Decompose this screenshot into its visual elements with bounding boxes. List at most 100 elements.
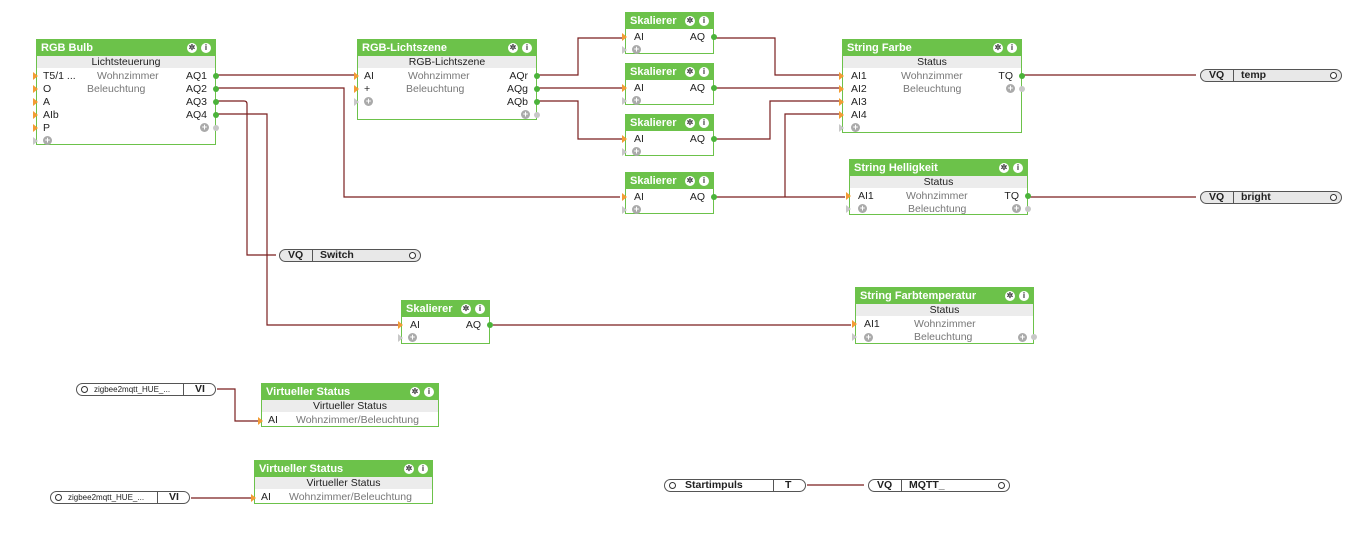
input-pin[interactable]	[33, 72, 38, 80]
input-pin[interactable]	[622, 206, 627, 214]
gear-icon[interactable]	[1330, 194, 1337, 201]
output-pin[interactable]	[213, 73, 219, 79]
info-icon[interactable]: i	[1007, 43, 1017, 53]
gear-icon[interactable]	[669, 482, 676, 489]
plus-icon[interactable]: +	[632, 95, 641, 105]
output-pin[interactable]	[213, 86, 219, 92]
gear-icon[interactable]	[55, 494, 62, 501]
gear-icon[interactable]: ✲	[685, 176, 695, 186]
input-pin[interactable]	[33, 85, 38, 93]
input-pin[interactable]	[354, 98, 359, 106]
rgb-lichtszene-block[interactable]: RGB-Lichtszene ✲ i RGB-Lichtszene AI + W…	[354, 39, 540, 120]
info-icon[interactable]: i	[699, 67, 709, 77]
gear-icon[interactable]	[81, 386, 88, 393]
input-pin[interactable]	[33, 124, 38, 132]
gear-icon[interactable]: ✲	[461, 304, 471, 314]
virtueller-status-block[interactable]: Virtueller Status ✲ i Virtueller Status …	[251, 460, 433, 504]
input-pin[interactable]	[354, 85, 359, 93]
output-pin[interactable]	[711, 136, 717, 142]
string-helligkeit-block[interactable]: String Helligkeit ✲ i Status AI1 Wohnzim…	[846, 159, 1031, 215]
plus-icon[interactable]: +	[632, 146, 641, 156]
plus-icon[interactable]: +	[1006, 83, 1015, 93]
input-pin[interactable]	[398, 321, 403, 329]
info-icon[interactable]: i	[1013, 163, 1023, 173]
skalierer-block[interactable]: Skalierer ✲ i AI AQ +	[622, 172, 717, 214]
gear-icon[interactable]	[1330, 72, 1337, 79]
gear-icon[interactable]: ✲	[508, 43, 518, 53]
virtual-output-switch[interactable]: VQ Switch	[279, 249, 421, 262]
virtual-output-temp[interactable]: VQ temp	[1200, 69, 1342, 82]
output-pin[interactable]	[711, 194, 717, 200]
gear-icon[interactable]	[998, 482, 1005, 489]
virtual-output-bright[interactable]: VQ bright	[1200, 191, 1342, 204]
output-pin[interactable]	[1025, 206, 1031, 212]
output-pin[interactable]	[711, 34, 717, 40]
plus-icon[interactable]: +	[364, 96, 373, 106]
gear-icon[interactable]	[409, 252, 416, 259]
plus-icon[interactable]: +	[632, 204, 641, 214]
input-pin[interactable]	[354, 72, 359, 80]
input-pin[interactable]	[622, 84, 627, 92]
gear-icon[interactable]: ✲	[685, 118, 695, 128]
gear-icon[interactable]: ✲	[1005, 291, 1015, 301]
plus-icon[interactable]: +	[408, 332, 417, 342]
info-icon[interactable]: i	[699, 118, 709, 128]
gear-icon[interactable]: ✲	[993, 43, 1003, 53]
gear-icon[interactable]: ✲	[685, 67, 695, 77]
input-pin[interactable]	[33, 111, 38, 119]
info-icon[interactable]: i	[699, 176, 709, 186]
plus-icon[interactable]: +	[858, 203, 867, 213]
input-pin[interactable]	[839, 72, 844, 80]
info-icon[interactable]: i	[475, 304, 485, 314]
info-icon[interactable]: i	[522, 43, 532, 53]
input-pin[interactable]	[622, 97, 627, 105]
input-pin[interactable]	[622, 148, 627, 156]
input-pin[interactable]	[622, 135, 627, 143]
info-icon[interactable]: i	[699, 16, 709, 26]
output-pin[interactable]	[213, 99, 219, 105]
plus-icon[interactable]: +	[521, 109, 530, 119]
gear-icon[interactable]: ✲	[410, 387, 420, 397]
string-farbe-block[interactable]: String Farbe ✲ i Status AI1 AI2 AI3 AI4 …	[839, 39, 1025, 133]
output-pin[interactable]	[213, 112, 219, 118]
input-pin[interactable]	[852, 320, 857, 328]
virtual-output-mqtt[interactable]: VQ MQTT_	[868, 479, 1010, 492]
gear-icon[interactable]: ✲	[404, 464, 414, 474]
plus-icon[interactable]: +	[200, 122, 209, 132]
virtual-input-2[interactable]: zigbee2mqtt_HUE_... VI	[50, 491, 190, 504]
input-pin[interactable]	[839, 111, 844, 119]
input-pin[interactable]	[839, 98, 844, 106]
skalierer-block[interactable]: Skalierer ✲ i AI AQ +	[398, 300, 493, 344]
plus-icon[interactable]: +	[43, 135, 52, 145]
input-pin[interactable]	[251, 494, 256, 502]
startimpuls-input[interactable]: Startimpuls T	[664, 479, 806, 492]
output-pin[interactable]	[1031, 334, 1037, 340]
output-pin[interactable]	[1025, 193, 1031, 199]
virtual-input-1[interactable]: zigbee2mqtt_HUE_... VI	[76, 383, 216, 396]
info-icon[interactable]: i	[424, 387, 434, 397]
gear-icon[interactable]: ✲	[999, 163, 1009, 173]
info-icon[interactable]: i	[201, 43, 211, 53]
input-pin[interactable]	[33, 137, 38, 145]
gear-icon[interactable]: ✲	[685, 16, 695, 26]
output-pin[interactable]	[711, 85, 717, 91]
rgb-bulb-block[interactable]: RGB Bulb ✲ i Lichtsteuerung T5/1 ... O A…	[33, 39, 219, 145]
output-pin[interactable]	[1019, 73, 1025, 79]
input-pin[interactable]	[622, 33, 627, 41]
info-icon[interactable]: i	[1019, 291, 1029, 301]
input-pin[interactable]	[839, 124, 844, 132]
plus-icon[interactable]: +	[864, 332, 873, 342]
skalierer-block[interactable]: Skalierer ✲ i AI AQ +	[622, 114, 717, 156]
input-pin[interactable]	[33, 98, 38, 106]
plus-icon[interactable]: +	[632, 44, 641, 54]
gear-icon[interactable]: ✲	[187, 43, 197, 53]
output-pin[interactable]	[1019, 86, 1025, 92]
input-pin[interactable]	[846, 192, 851, 200]
virtueller-status-block[interactable]: Virtueller Status ✲ i Virtueller Status …	[258, 383, 439, 427]
input-pin[interactable]	[622, 46, 627, 54]
input-pin[interactable]	[852, 333, 857, 341]
output-pin[interactable]	[487, 322, 493, 328]
input-pin[interactable]	[846, 205, 851, 213]
input-pin[interactable]	[398, 334, 403, 342]
plus-icon[interactable]: +	[1012, 203, 1021, 213]
